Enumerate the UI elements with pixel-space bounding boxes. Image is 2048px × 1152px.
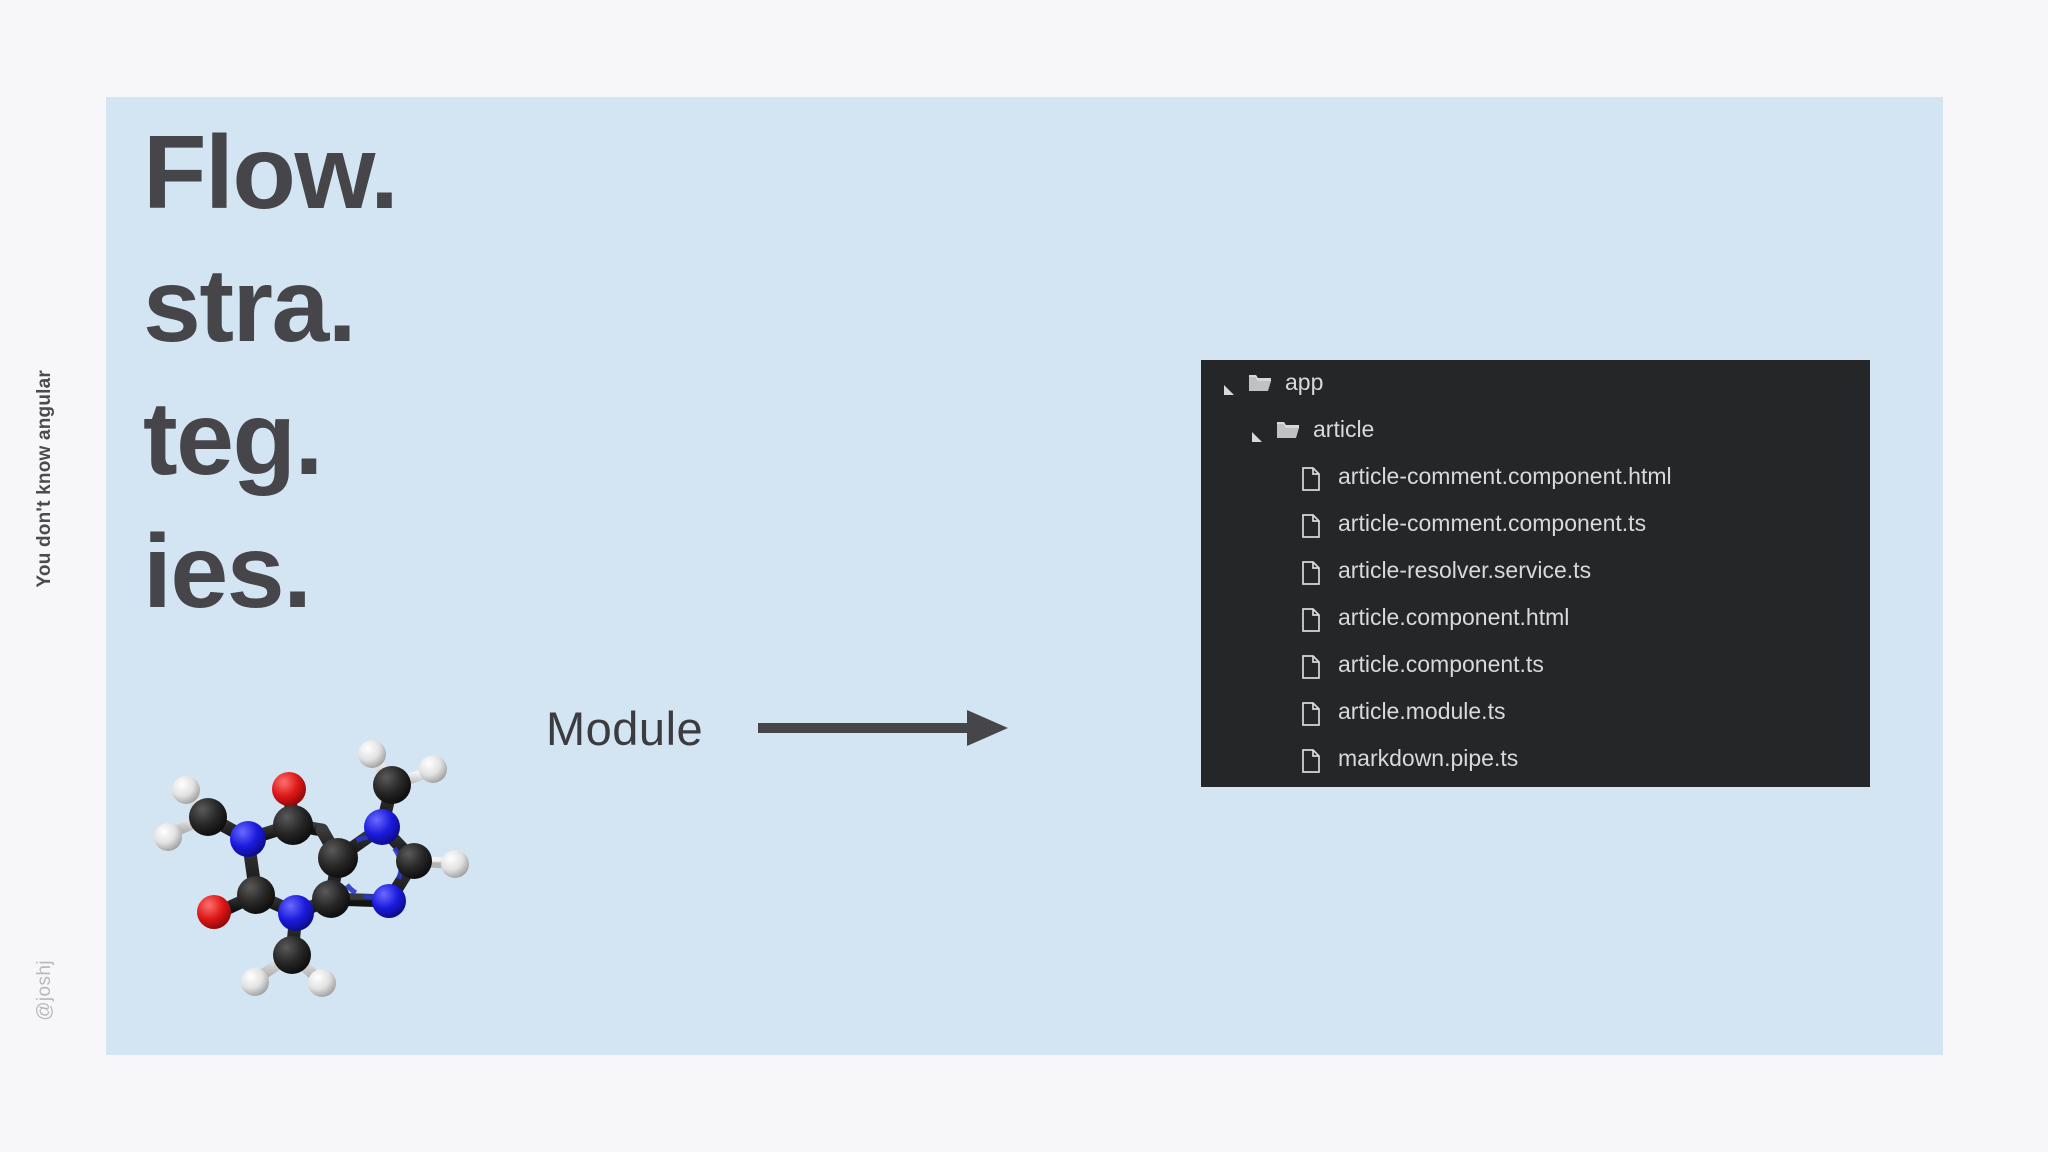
- atom-nitrogen: [364, 809, 400, 845]
- atom-oxygen: [272, 772, 306, 806]
- tree-row[interactable]: app: [1201, 360, 1870, 407]
- tree-item-label: article.component.html: [1338, 604, 1570, 630]
- tree-row[interactable]: markdown.pipe.ts: [1201, 736, 1870, 783]
- tree-row[interactable]: article-resolver.service.ts: [1201, 548, 1870, 595]
- tree-row[interactable]: article.module.ts: [1201, 689, 1870, 736]
- atom-oxygen: [197, 895, 231, 929]
- file-icon: [1301, 701, 1325, 726]
- atom-carbon: [373, 766, 411, 804]
- file-icon: [1301, 560, 1325, 585]
- file-icon: [1301, 466, 1325, 491]
- slide-headline: Flow. stra. teg. ies.: [143, 107, 703, 639]
- deck-meta-rail: You don't know angular @joshj: [0, 0, 106, 1152]
- arrow-right-icon: [758, 710, 1009, 746]
- atom-nitrogen: [230, 821, 266, 857]
- headline-line-3: teg.: [143, 381, 323, 497]
- atom-carbon: [237, 876, 275, 914]
- slide-canvas: Flow. stra. teg. ies.: [106, 97, 1943, 1055]
- atom-carbon: [318, 838, 358, 878]
- file-tree-panel[interactable]: app article: [1201, 360, 1870, 787]
- headline-line-2: stra.: [143, 248, 357, 364]
- tree-row[interactable]: article.component.ts: [1201, 642, 1870, 689]
- atom-carbon: [273, 936, 311, 974]
- tree-item-label: article-comment.component.ts: [1338, 510, 1647, 536]
- atom-nitrogen: [278, 895, 314, 931]
- atom-carbon: [396, 843, 432, 879]
- file-icon: [1301, 748, 1325, 773]
- caffeine-molecule-image: [126, 727, 486, 1057]
- deck-author-handle: @joshj: [34, 960, 55, 1021]
- atom-nitrogen: [372, 884, 406, 918]
- atom-hydrogen: [154, 740, 469, 997]
- tree-item-label: article-resolver.service.ts: [1338, 557, 1592, 583]
- file-icon: [1301, 654, 1325, 679]
- folder-open-icon: [1276, 420, 1300, 442]
- folder-open-icon: [1248, 373, 1272, 395]
- atom-carbon: [273, 805, 313, 845]
- module-callout: Module: [546, 693, 1009, 763]
- file-icon: [1301, 607, 1325, 632]
- tree-item-label: app: [1285, 369, 1324, 395]
- tree-item-label: article-comment.component.html: [1338, 463, 1672, 489]
- tree-item-label: article.component.ts: [1338, 651, 1544, 677]
- tree-row[interactable]: article.component.html: [1201, 595, 1870, 642]
- tree-row[interactable]: article-comment.component.ts: [1201, 501, 1870, 548]
- tree-row[interactable]: article-comment.component.html: [1201, 454, 1870, 501]
- headline-line-4: ies.: [143, 514, 312, 630]
- tree-item-label: article: [1313, 416, 1375, 442]
- tree-item-label: markdown.pipe.ts: [1338, 745, 1519, 771]
- chevron-expanded-icon[interactable]: [1251, 424, 1265, 442]
- headline-line-1: Flow.: [143, 115, 399, 231]
- tree-row[interactable]: article: [1201, 407, 1870, 454]
- tree-item-label: article.module.ts: [1338, 698, 1506, 724]
- module-callout-label: Module: [546, 701, 704, 755]
- file-icon: [1301, 513, 1325, 538]
- caffeine-molecule-icon: [154, 740, 469, 997]
- deck-title-vertical: You don't know angular: [34, 370, 55, 588]
- chevron-expanded-icon[interactable]: [1223, 377, 1237, 395]
- atom-carbon: [312, 880, 350, 918]
- atom-carbon: [189, 798, 227, 836]
